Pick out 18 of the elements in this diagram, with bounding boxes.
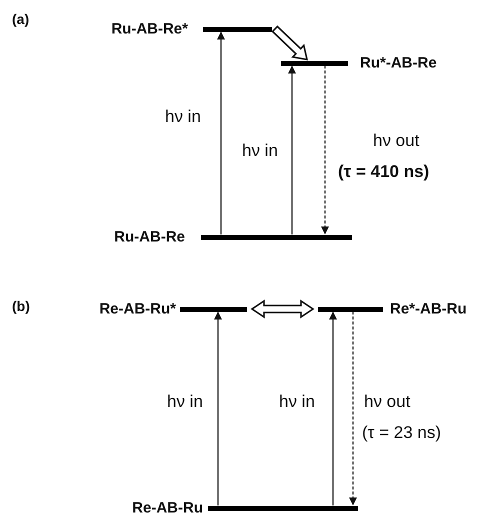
arrow bbox=[217, 32, 225, 234]
arrow bbox=[329, 312, 337, 506]
lifetime-label: (τ = 23 ns) bbox=[362, 424, 441, 443]
state-label: Ru-AB-Re bbox=[114, 228, 185, 246]
lifetime-label: (τ = 410 ns) bbox=[338, 163, 430, 182]
arrow bbox=[288, 66, 296, 234]
state-label: Re-AB-Ru bbox=[132, 500, 203, 515]
state-label: Re-AB-Ru* bbox=[99, 300, 176, 318]
panel-label: (b) bbox=[12, 299, 30, 314]
dashed-arrow bbox=[321, 66, 329, 234]
panel-label: (a) bbox=[12, 12, 30, 28]
double-hollow-arrow bbox=[250, 300, 314, 318]
hollow-arrow bbox=[271, 25, 308, 60]
arrow bbox=[214, 312, 222, 506]
dashed-arrow bbox=[349, 312, 357, 506]
state-label: Ru*-AB-Re bbox=[360, 54, 437, 72]
state-label: Ru-AB-Re* bbox=[111, 20, 188, 38]
state-label: Re*-AB-Ru bbox=[390, 300, 467, 318]
